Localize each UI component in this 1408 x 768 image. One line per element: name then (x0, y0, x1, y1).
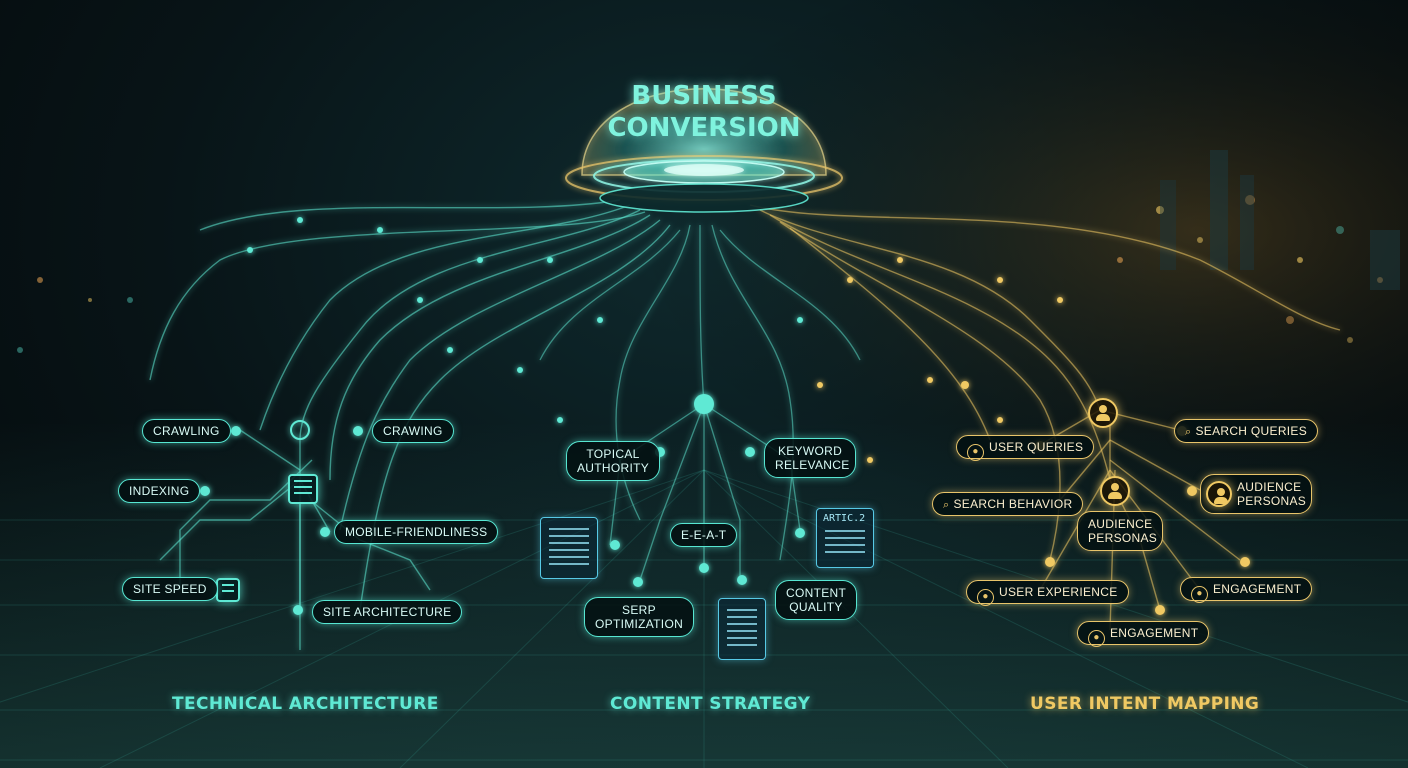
node-site-speed[interactable]: SITE SPEED (122, 577, 218, 601)
node-crawling[interactable]: CRAWLING (142, 419, 231, 443)
person-icon: ● (1088, 630, 1105, 647)
person-icon (1100, 476, 1130, 506)
node-search-queries-label: SEARCH QUERIES (1195, 424, 1308, 438)
document-icon (540, 517, 598, 579)
hub-title-line2: CONVERSION (607, 113, 801, 143)
node-engagement-bottom-label: ENGAGEMENT (1110, 626, 1199, 640)
hub-title-line1: BUSINESS (631, 81, 777, 111)
node-serp-optimization[interactable]: SERP OPTIMIZATION (584, 597, 694, 637)
node-search-queries[interactable]: ⌕SEARCH QUERIES (1174, 419, 1319, 443)
node-user-queries-label: USER QUERIES (989, 440, 1084, 454)
person-icon: ● (967, 444, 984, 461)
node-crawing[interactable]: CRAWING (372, 419, 454, 443)
node-keyword-relevance[interactable]: KEYWORD RELEVANCE (764, 438, 856, 478)
node-user-queries[interactable]: ● USER QUERIES (956, 435, 1095, 461)
section-technical-architecture: TECHNICAL ARCHITECTURE (172, 694, 439, 714)
person-icon (1088, 398, 1118, 428)
node-indexing[interactable]: INDEXING (118, 479, 201, 503)
conversion-hub (565, 88, 843, 213)
document-icon (718, 598, 766, 660)
hub-title: BUSINESS CONVERSION (590, 80, 818, 144)
person-icon: ● (977, 589, 994, 606)
node-user-experience[interactable]: ● USER EXPERIENCE (966, 580, 1129, 606)
node-engagement-right-label: ENGAGEMENT (1213, 582, 1302, 596)
node-engagement-right[interactable]: ● ENGAGEMENT (1180, 577, 1313, 603)
node-site-architecture[interactable]: SITE ARCHITECTURE (312, 600, 463, 624)
article-label: ARTIC.2 (823, 513, 866, 524)
node-topical-authority[interactable]: TOPICAL AUTHORITY (566, 441, 660, 481)
node-audience-personas-center[interactable]: AUDIENCE PERSONAS (1077, 511, 1163, 551)
chip-icon (288, 474, 318, 504)
section-user-intent-mapping: USER INTENT MAPPING (1030, 694, 1260, 714)
section-content-strategy: CONTENT STRATEGY (610, 694, 811, 714)
search-icon: ⌕ (943, 499, 950, 511)
node-search-behavior-label: SEARCH BEHAVIOR (953, 497, 1073, 511)
person-icon: ● (1191, 586, 1208, 603)
node-user-experience-label: USER EXPERIENCE (999, 585, 1118, 599)
node-eeat[interactable]: E-E-A-T (670, 523, 738, 547)
search-icon: ⌕ (1185, 426, 1192, 438)
network-dots (200, 217, 1250, 615)
node-search-behavior[interactable]: ⌕SEARCH BEHAVIOR (932, 492, 1084, 516)
article-document-icon: ARTIC.2 (816, 508, 874, 568)
node-content-quality[interactable]: CONTENT QUALITY (775, 580, 857, 620)
node-engagement-bottom[interactable]: ● ENGAGEMENT (1077, 621, 1210, 647)
processor-icon (216, 578, 240, 602)
person-icon (1206, 481, 1232, 507)
floor-grid (0, 469, 1408, 768)
node-mobile-friendliness[interactable]: MOBILE-FRIENDLINESS (334, 520, 499, 544)
